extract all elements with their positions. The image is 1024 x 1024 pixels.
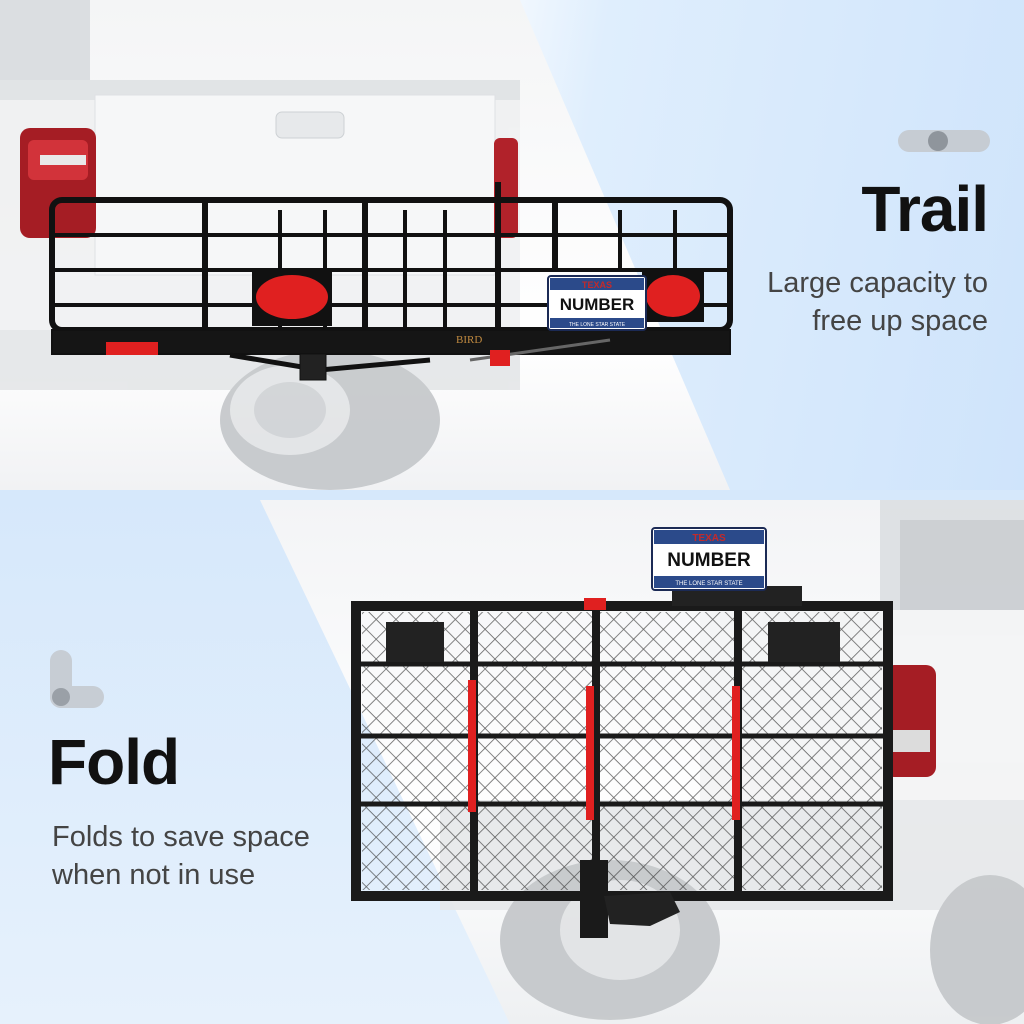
fold-description-line-1: Folds to save space — [52, 821, 310, 853]
plate-state-top: TEXAS — [582, 280, 612, 290]
cargo-carrier-folded — [351, 586, 893, 938]
fold-scene: TEXAS NUMBER THE LONE STAR STATE — [351, 500, 1024, 1024]
plate-slogan-top: THE LONE STAR STATE — [569, 322, 626, 328]
side-reflector-strip — [106, 342, 158, 355]
truck-rear — [0, 0, 520, 490]
trail-description-line-2: free up space — [812, 305, 988, 337]
plate-number-bottom: NUMBER — [667, 550, 751, 571]
brand-mark: BIRD — [456, 334, 482, 346]
toggle-icon — [898, 130, 990, 152]
fold-description-line-2: when not in use — [52, 859, 256, 891]
fold-icon-dot — [52, 688, 70, 706]
fold-title: Fold — [48, 726, 180, 798]
plate-slogan-bottom: THE LONE STAR STATE — [675, 581, 742, 587]
fold-description: Folds to save space when not in use — [52, 818, 352, 894]
plate-state-bottom: TEXAS — [692, 533, 726, 544]
fold-icon — [50, 650, 104, 708]
reflector-right — [646, 275, 700, 317]
license-plate-bottom: TEXAS NUMBER THE LONE STAR STATE — [651, 527, 767, 591]
trail-description: Large capacity to free up space — [688, 264, 988, 340]
trail-scene: TEXAS NUMBER THE LONE STAR STATE BIRD — [0, 0, 733, 490]
toggle-knob-icon — [928, 131, 948, 151]
taillight-left — [20, 128, 96, 238]
taillight-bottom — [884, 665, 936, 777]
license-plate-top: TEXAS NUMBER THE LONE STAR STATE — [547, 275, 647, 331]
trail-description-line-1: Large capacity to — [767, 267, 988, 299]
rear-reflector-strip — [490, 350, 510, 366]
plate-number-top: NUMBER — [560, 295, 635, 314]
trail-title: Trail — [861, 173, 989, 245]
reflector-left — [256, 275, 328, 319]
